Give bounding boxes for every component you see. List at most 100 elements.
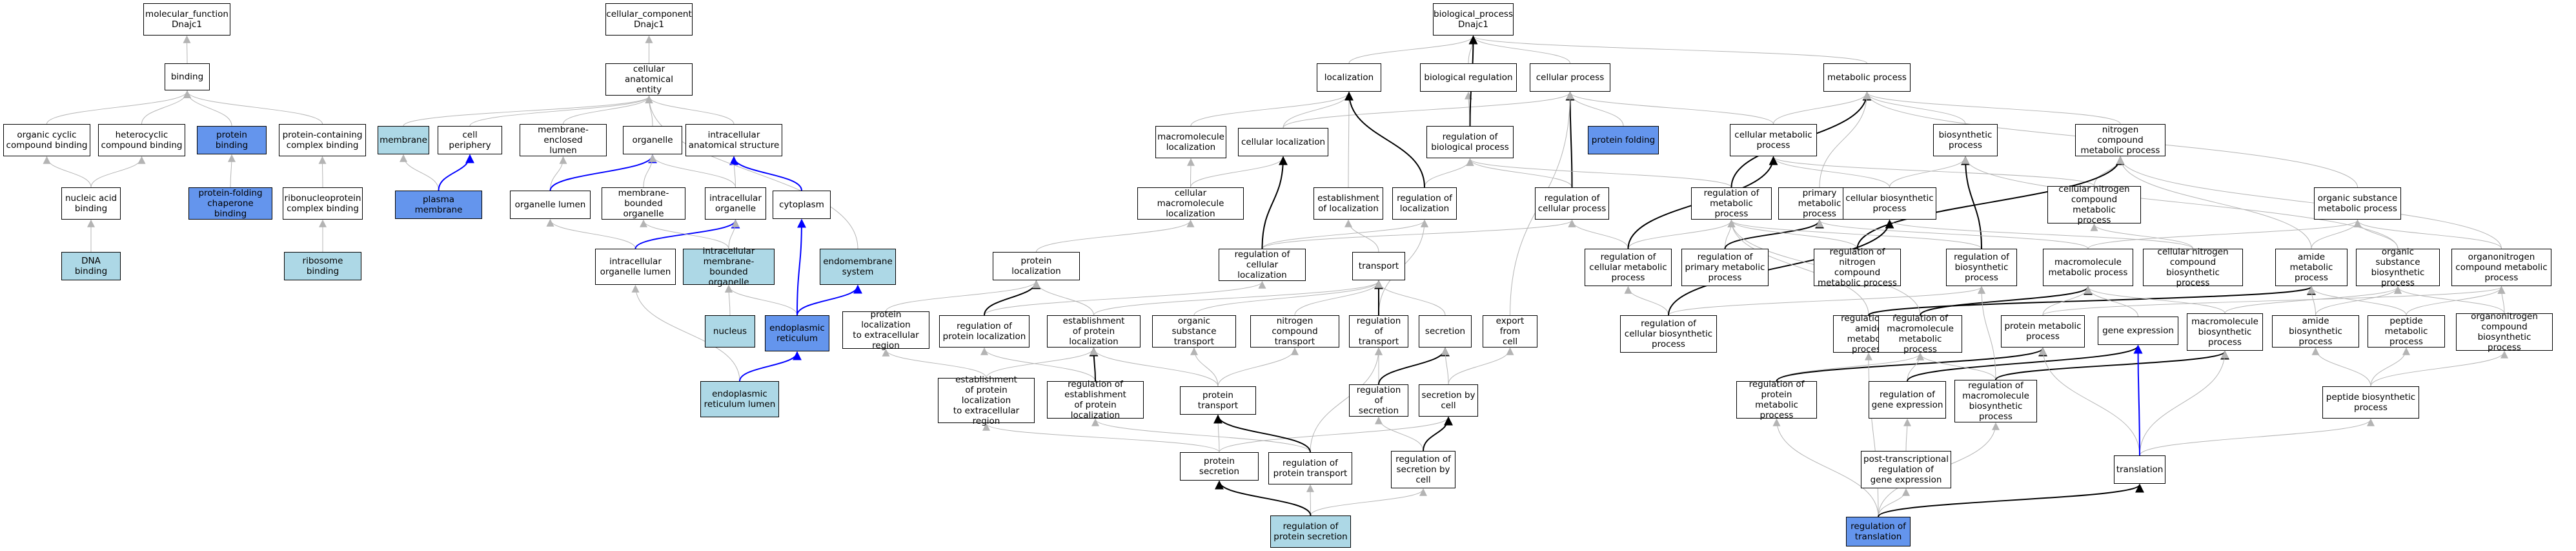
go-term-protein-transport[interactable]: protein transport — [1180, 386, 1256, 415]
go-term-establishment-of-protein-localization-to-extracellular-region[interactable]: establishment of protein localization to… — [938, 375, 1035, 426]
go-term-intracellular-anatomical-structure[interactable]: intracellular anatomical structure — [685, 124, 782, 156]
go-term-regulation-of-transport[interactable]: regulation of transport — [1349, 315, 1408, 348]
go-term-regulation-of-biological-process[interactable]: regulation of biological process — [1426, 126, 1514, 158]
edge-rge-to-rmmmp — [1907, 352, 1924, 382]
go-term-cellular-localization[interactable]: cellular localization — [1238, 128, 1328, 156]
edge-cncbp-to-cncmp — [2090, 223, 2193, 249]
go-term-plasma-membrane[interactable]: plasma membrane — [395, 191, 482, 219]
go-term-regulation-of-primary-metabolic-process[interactable]: regulation of primary metabolic process — [1681, 249, 1769, 286]
go-term-regulation-of-protein-metabolic-process[interactable]: regulation of protein metabolic process — [1736, 379, 1817, 421]
go-term-ribonucleoprotein-complex-binding[interactable]: ribonucleoprotein complex binding — [283, 187, 363, 220]
go-term-regulation-of-protein-localization[interactable]: regulation of protein localization — [939, 315, 1029, 348]
go-term-translation[interactable]: translation — [2114, 455, 2165, 484]
go-term-nucleic-acid-binding[interactable]: nucleic acid binding — [61, 187, 121, 220]
go-term-regulation-of-metabolic-process[interactable]: regulation of metabolic process — [1691, 187, 1772, 220]
go-term-dna-binding[interactable]: DNA binding — [61, 252, 121, 280]
edge-ol-to-org — [549, 154, 657, 191]
go-term-cellular-biosynthetic-process[interactable]: cellular biosynthetic process — [1843, 187, 1936, 220]
go-term-membrane-enclosed-lumen[interactable]: membrane-enclosed lumen — [520, 124, 607, 156]
go-term-regulation-of-protein-transport[interactable]: regulation of protein transport — [1268, 452, 1352, 484]
go-term-nitrogen-compound-transport[interactable]: nitrogen compound transport — [1250, 315, 1339, 348]
go-term-protein-folding[interactable]: protein folding — [1588, 126, 1659, 154]
go-term-molecular-function[interactable]: molecular_function Dnajc1 — [143, 3, 230, 36]
go-term-biological-process[interactable]: biological_process Dnajc1 — [1433, 3, 1514, 36]
go-term-organic-substance-transport[interactable]: organic substance transport — [1152, 315, 1236, 348]
go-term-amide-biosynthetic-process[interactable]: amide biosynthetic process — [2272, 315, 2359, 348]
go-term-regulation-of-cellular-process[interactable]: regulation of cellular process — [1535, 187, 1609, 220]
go-term-protein-secretion[interactable]: protein secretion — [1180, 452, 1259, 481]
go-term-organelle[interactable]: organelle — [623, 126, 682, 154]
go-term-regulation-of-localization[interactable]: regulation of localization — [1392, 187, 1457, 220]
go-term-endoplasmic-reticulum[interactable]: endoplasmic reticulum — [765, 315, 829, 351]
go-term-cellular-macromolecule-localization[interactable]: cellular macromolecule localization — [1137, 187, 1244, 220]
go-term-cell-periphery[interactable]: cell periphery — [438, 126, 502, 154]
go-term-endoplasmic-reticulum-lumen[interactable]: endoplasmic reticulum lumen — [700, 381, 779, 417]
edge-sbc-to-secr — [1441, 347, 1450, 385]
go-term-organonitrogen-compound-metabolic-process[interactable]: organonitrogen compound metabolic proces… — [2451, 249, 2551, 286]
go-term-post-transcriptional-regulation-of-gene-expression[interactable]: post-transcriptional regulation of gene … — [1861, 451, 1951, 488]
go-term-regulation-of-biosynthetic-process[interactable]: regulation of biosynthetic process — [1946, 249, 2017, 286]
go-term-peptide-biosynthetic-process[interactable]: peptide biosynthetic process — [2322, 386, 2419, 419]
go-term-protein-localization[interactable]: protein localization — [993, 252, 1080, 280]
edge-rcbp-to-cbp — [1668, 219, 1894, 316]
go-term-regulation-of-secretion-by-cell[interactable]: regulation of secretion by cell — [1391, 451, 1455, 488]
go-term-biological-regulation[interactable]: biological regulation — [1420, 63, 1517, 92]
go-term-localization[interactable]: localization — [1317, 63, 1381, 92]
go-term-regulation-of-gene-expression[interactable]: regulation of gene expression — [1869, 381, 1946, 419]
go-term-export-from-cell[interactable]: export from cell — [1483, 315, 1537, 348]
go-term-regulation-of-nitrogen-compound-metabolic-process[interactable]: regulation of nitrogen compound metaboli… — [1814, 247, 1901, 288]
go-term-macromolecule-metabolic-process[interactable]: macromolecule metabolic process — [2043, 249, 2133, 286]
edge-ramp-to-rmp — [1727, 219, 1869, 316]
go-term-macromolecule-biosynthetic-process[interactable]: macromolecule biosynthetic process — [2187, 313, 2263, 351]
go-term-endomembrane-system[interactable]: endomembrane system — [820, 249, 896, 285]
go-term-nucleus[interactable]: nucleus — [705, 315, 755, 348]
go-term-intracellular-membrane-bounded-organelle[interactable]: intracellular membrane-bounded organelle — [683, 246, 775, 287]
go-term-cellular-nitrogen-compound-biosynthetic-process[interactable]: cellular nitrogen compound biosynthetic … — [2143, 247, 2243, 288]
go-term-cellular-metabolic-process[interactable]: cellular metabolic process — [1730, 124, 1817, 156]
go-term-membrane[interactable]: membrane — [378, 126, 429, 154]
go-term-regulation-of-protein-secretion[interactable]: regulation of protein secretion — [1270, 515, 1351, 548]
go-term-peptide-metabolic-process[interactable]: peptide metabolic process — [2368, 315, 2445, 348]
go-term-protein-containing-complex-binding[interactable]: protein-containing complex binding — [279, 124, 366, 156]
go-term-establishment-of-protein-localization[interactable]: establishment of protein localization — [1047, 315, 1141, 348]
go-term-membrane-bounded-organelle[interactable]: membrane-bounded organelle — [602, 187, 685, 220]
go-term-biosynthetic-process[interactable]: biosynthetic process — [1933, 124, 1998, 156]
go-term-organic-substance-metabolic-process[interactable]: organic substance metabolic process — [2314, 187, 2401, 220]
go-term-protein-metabolic-process[interactable]: protein metabolic process — [2001, 315, 2085, 348]
go-term-transport[interactable]: transport — [1352, 252, 1405, 280]
go-term-regulation-of-secretion[interactable]: regulation of secretion — [1349, 384, 1408, 417]
go-term-protein-binding[interactable]: protein binding — [197, 126, 267, 154]
go-term-cellular-component[interactable]: cellular_component Dnajc1 — [605, 3, 693, 36]
go-term-amide-metabolic-process[interactable]: amide metabolic process — [2275, 249, 2348, 286]
go-term-regulation-of-establishment-of-protein-localization[interactable]: regulation of establishment of protein l… — [1047, 379, 1144, 421]
go-term-cytoplasm[interactable]: cytoplasm — [773, 191, 831, 219]
go-term-regulation-of-cellular-localization[interactable]: regulation of cellular localization — [1219, 249, 1306, 281]
go-term-secretion[interactable]: secretion — [1419, 315, 1472, 348]
go-term-organelle-lumen[interactable]: organelle lumen — [510, 191, 591, 219]
go-term-protein-localization-to-extracellular-region[interactable]: protein localization to extracellular re… — [842, 309, 929, 351]
go-term-metabolic-process[interactable]: metabolic process — [1823, 63, 1911, 92]
go-term-regulation-of-macromolecule-metabolic-process[interactable]: regulation of macromolecule metabolic pr… — [1878, 313, 1962, 355]
go-term-regulation-of-cellular-metabolic-process[interactable]: regulation of cellular metabolic process — [1585, 249, 1672, 286]
go-term-protein-folding-chaperone-binding[interactable]: protein-folding chaperone binding — [188, 187, 272, 220]
go-term-gene-expression[interactable]: gene expression — [2098, 317, 2178, 345]
go-term-nitrogen-compound-metabolic-process[interactable]: nitrogen compound metabolic process — [2075, 124, 2165, 156]
go-term-regulation-of-translation[interactable]: regulation of translation — [1846, 517, 1911, 546]
go-term-cellular-nitrogen-compound-metabolic-process[interactable]: cellular nitrogen compound metabolic pro… — [2047, 184, 2141, 225]
go-term-macromolecule-localization[interactable]: macromolecule localization — [1155, 126, 1226, 158]
go-term-cellular-process[interactable]: cellular process — [1530, 63, 1610, 92]
edge-imbo-to-io — [728, 219, 740, 249]
go-term-heterocyclic-compound-binding[interactable]: heterocyclic compound binding — [98, 124, 185, 156]
go-term-secretion-by-cell[interactable]: secretion by cell — [1419, 384, 1478, 417]
go-term-binding[interactable]: binding — [165, 63, 210, 90]
go-term-intracellular-organelle-lumen[interactable]: intracellular organelle lumen — [595, 249, 676, 285]
go-term-organic-substance-biosynthetic-process[interactable]: organic substance biosynthetic process — [2356, 247, 2440, 288]
go-term-intracellular-organelle[interactable]: intracellular organelle — [705, 187, 766, 220]
go-term-regulation-of-macromolecule-biosynthetic-process[interactable]: regulation of macromolecule biosynthetic… — [1954, 380, 2037, 422]
go-term-cellular-anatomical-entity[interactable]: cellular anatomical entity — [605, 63, 693, 96]
go-term-establishment-of-localization[interactable]: establishment of localization — [1313, 187, 1383, 220]
go-term-organic-cyclic-compound-binding[interactable]: organic cyclic compound binding — [3, 124, 90, 156]
go-term-ribosome-binding[interactable]: ribosome binding — [284, 252, 361, 280]
go-term-organonitrogen-compound-biosynthetic-process[interactable]: organonitrogen compound biosynthetic pro… — [2456, 311, 2553, 353]
go-term-regulation-of-cellular-biosynthetic-process[interactable]: regulation of cellular biosynthetic proc… — [1620, 315, 1717, 353]
